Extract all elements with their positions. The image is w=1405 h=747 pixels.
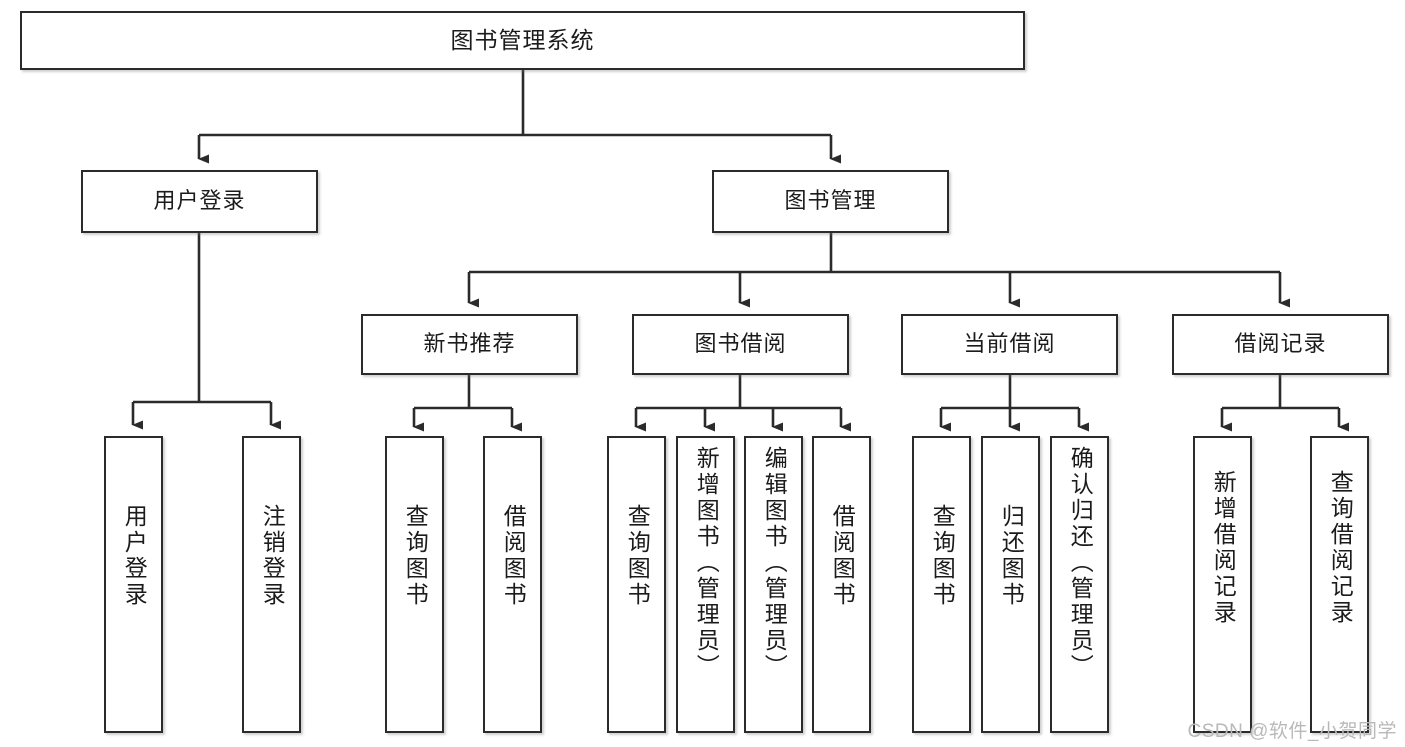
node-leaf-user-login[interactable]: 用户登录	[104, 436, 163, 733]
node-book-borrow[interactable]: 图书借阅	[632, 314, 849, 375]
node-book-management[interactable]: 图书管理	[712, 170, 949, 233]
node-leaf-confirm-return-label: 确认归还（管理员）	[1067, 446, 1094, 680]
watermark-text: CSDN @软件_小贺同学	[1187, 721, 1397, 742]
node-leaf-borrow-book-1[interactable]: 借阅图书	[483, 436, 542, 733]
node-leaf-borrow-book-2-label: 借阅图书	[829, 504, 856, 608]
node-leaf-user-login-label: 用户登录	[121, 504, 148, 608]
node-leaf-logout-login-label: 注销登录	[259, 504, 286, 608]
node-user-login[interactable]: 用户登录	[81, 170, 318, 233]
node-current-borrow-label: 当前借阅	[963, 331, 1056, 357]
node-leaf-edit-book[interactable]: 编辑图书（管理员）	[744, 436, 803, 733]
node-leaf-confirm-return[interactable]: 确认归还（管理员）	[1050, 436, 1109, 733]
node-leaf-query-book-1-label: 查询图书	[402, 504, 429, 608]
node-leaf-query-record-label: 查询借阅记录	[1327, 470, 1354, 626]
node-leaf-add-book[interactable]: 新增图书（管理员）	[676, 436, 735, 733]
node-leaf-query-book-2[interactable]: 查询图书	[607, 436, 666, 733]
node-leaf-add-record[interactable]: 新增借阅记录	[1193, 436, 1252, 733]
node-current-borrow[interactable]: 当前借阅	[901, 314, 1118, 375]
node-leaf-query-book-2-label: 查询图书	[624, 504, 651, 608]
node-book-borrow-label: 图书借阅	[694, 331, 787, 357]
node-leaf-query-book-1[interactable]: 查询图书	[385, 436, 444, 733]
node-leaf-query-record[interactable]: 查询借阅记录	[1310, 436, 1369, 733]
node-user-login-label: 用户登录	[153, 188, 246, 214]
node-new-book-recommend-label: 新书推荐	[423, 331, 516, 357]
node-book-management-label: 图书管理	[784, 188, 877, 214]
node-leaf-return-book[interactable]: 归还图书	[981, 436, 1040, 733]
node-leaf-edit-book-label: 编辑图书（管理员）	[761, 446, 788, 680]
node-root-label: 图书管理系统	[450, 26, 595, 53]
node-leaf-return-book-label: 归还图书	[998, 504, 1025, 608]
node-leaf-borrow-book-1-label: 借阅图书	[500, 504, 527, 608]
node-leaf-query-book-3-label: 查询图书	[929, 504, 956, 608]
node-leaf-logout-login[interactable]: 注销登录	[242, 436, 301, 733]
node-leaf-add-record-label: 新增借阅记录	[1210, 470, 1237, 626]
node-new-book-recommend[interactable]: 新书推荐	[361, 314, 578, 375]
node-leaf-borrow-book-2[interactable]: 借阅图书	[812, 436, 871, 733]
node-borrow-record-label: 借阅记录	[1234, 331, 1327, 357]
node-leaf-query-book-3[interactable]: 查询图书	[912, 436, 971, 733]
node-borrow-record[interactable]: 借阅记录	[1172, 314, 1389, 375]
node-leaf-add-book-label: 新增图书（管理员）	[693, 446, 720, 680]
node-root[interactable]: 图书管理系统	[20, 11, 1025, 70]
